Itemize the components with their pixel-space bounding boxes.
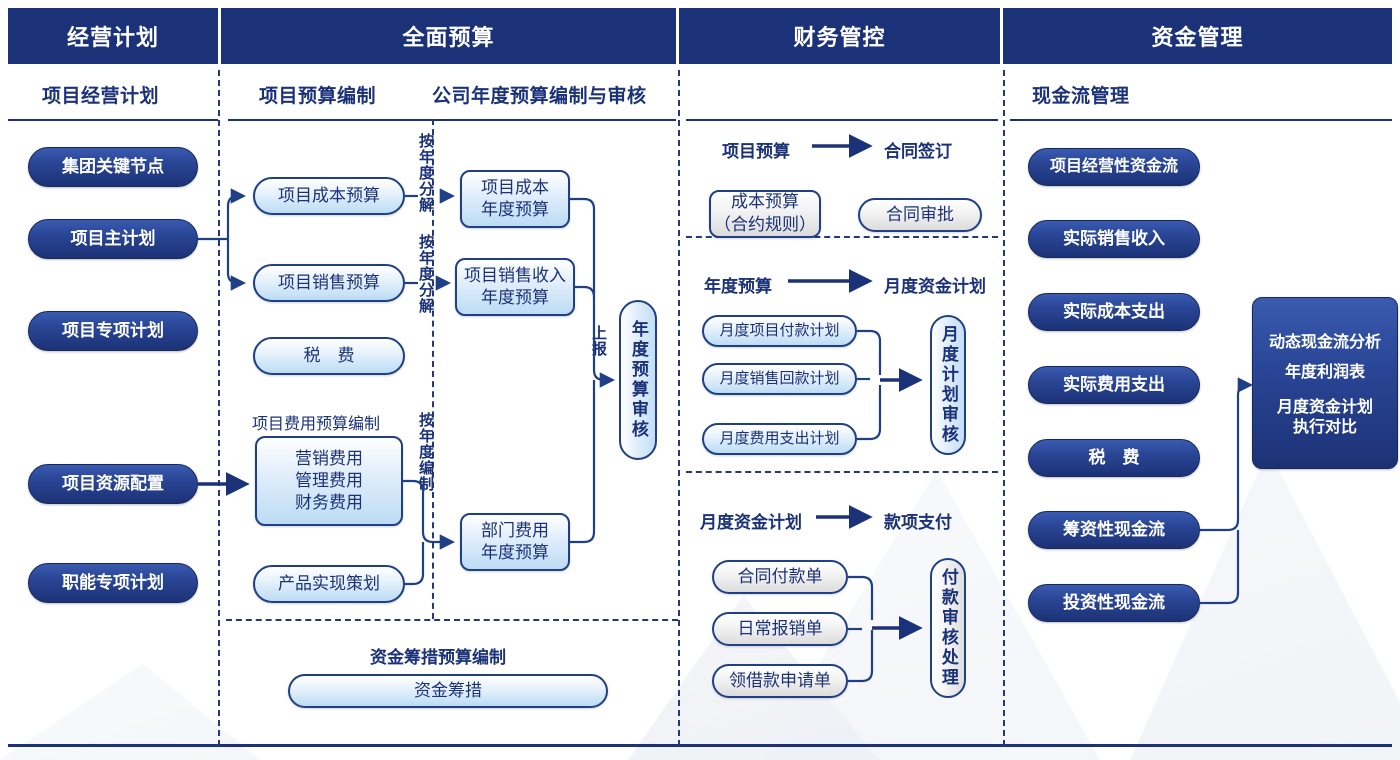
node-loan-application-form[interactable]: 领借款申请单 [712,664,848,698]
node-project-operating-cashflow[interactable]: 项目经营性资金流 [1028,148,1200,186]
rule-col4 [1010,119,1392,121]
rule-col2 [228,119,676,121]
node-payment-review-processing[interactable]: 付款审核处理 [930,558,966,698]
node-project-sales-income-annual-budget[interactable]: 项目销售收入 年度预算 [455,258,575,316]
node-tax-fee-cashflow[interactable]: 税 费 [1028,439,1200,477]
label-fin-s2-from: 年度预算 [704,277,772,296]
expense-line-1: 营销费用 [295,449,363,469]
expense-line-2: 管理费用 [295,471,363,491]
node-line-2: 年度预算 [481,543,549,562]
node-project-special-plan[interactable]: 项目专项计划 [28,311,198,351]
node-expense-budget-box[interactable]: 营销费用 管理费用 财务费用 [255,436,403,526]
rule-col3 [686,119,998,121]
node-monthly-sales-collection-plan[interactable]: 月度销售回款计划 [702,363,857,395]
analysis-line-2: 年度利润表 [1284,364,1365,381]
node-contract-payment-form[interactable]: 合同付款单 [712,560,848,594]
node-actual-expense-payout[interactable]: 实际费用支出 [1028,366,1200,404]
node-dynamic-cashflow-analysis[interactable]: 动态现金流分析 年度利润表 月度资金计划 执行对比 [1252,297,1398,469]
header-col-4[interactable]: 资金管理 [1003,8,1392,64]
node-project-master-plan[interactable]: 项目主计划 [28,219,198,259]
divider-col1-col2 [218,70,220,746]
node-line-2: 年度预算 [481,288,549,307]
label-fin-s2-to: 月度资金计划 [884,277,986,296]
label-fin-s3-from: 月度资金计划 [700,513,802,532]
header-title-3: 财务管控 [793,25,886,50]
edge-label-annual-split-1: 按年度分解 [417,133,434,213]
label-funding-budget-group: 资金筹措预算编制 [370,648,506,667]
label-fin-s3-to: 款项支付 [884,513,952,532]
header-col-3[interactable]: 财务管控 [679,8,1000,64]
header-title-1: 经营计划 [66,25,159,50]
rule-bottom [8,744,1392,747]
header-title-2: 全面预算 [402,25,495,50]
node-project-resource-allocation[interactable]: 项目资源配置 [28,464,198,504]
node-monthly-expense-payout-plan[interactable]: 月度费用支出计划 [702,423,857,455]
node-funding-raising[interactable]: 资金筹措 [288,674,608,708]
analysis-line-1: 动态现金流分析 [1268,333,1381,351]
label-expense-budget-group: 项目费用预算编制 [252,416,381,433]
divider-col4-col5 [1003,70,1005,746]
node-cost-budget-contract-rule[interactable]: 成本预算 （合约规则） [709,190,821,238]
node-actual-sales-income[interactable]: 实际销售收入 [1028,220,1200,258]
node-group-key-milestone[interactable]: 集团关键节点 [28,147,198,187]
node-dept-expense-annual-budget[interactable]: 部门费用 年度预算 [460,513,570,571]
header-col-2[interactable]: 全面预算 [221,8,676,64]
node-annual-budget-review[interactable]: 年度预算审核 [619,300,657,460]
header-title-4: 资金管理 [1151,25,1244,50]
edge-label-submit: 上报 [590,325,607,357]
node-contract-approval[interactable]: 合同审批 [858,198,982,232]
node-financing-cashflow[interactable]: 筹资性现金流 [1028,511,1200,549]
label-fin-s1-to: 合同签订 [884,142,952,161]
subheader-annual-budget: 公司年度预算编制与审核 [432,85,647,107]
node-project-sales-budget[interactable]: 项目销售预算 [253,264,405,302]
edge-label-annual-split-2: 按年度分解 [417,234,434,314]
node-daily-reimbursement-form[interactable]: 日常报销单 [712,612,848,646]
node-line-1: 项目销售收入 [464,266,566,286]
node-investing-cashflow[interactable]: 投资性现金流 [1028,584,1200,622]
node-line-2: （合约规则） [714,215,816,234]
expense-line-3: 财务费用 [295,492,363,512]
node-line-1: 成本预算 [731,192,799,212]
node-monthly-plan-review[interactable]: 月度计划审核 [930,315,966,455]
divider-finance-sec2 [686,471,998,473]
node-actual-cost-payout[interactable]: 实际成本支出 [1028,293,1200,331]
node-project-cost-annual-budget[interactable]: 项目成本 年度预算 [460,170,570,228]
rule-col1 [8,119,218,121]
subheader-project-budget: 项目预算编制 [259,85,377,107]
divider-funding-section [226,619,678,621]
node-line-2: 年度预算 [481,200,549,219]
node-line-1: 项目成本 [481,178,549,198]
node-project-cost-budget[interactable]: 项目成本预算 [253,177,405,215]
divider-col2-col4 [678,70,680,746]
analysis-line-4: 执行对比 [1292,419,1357,437]
subheader-project-plan: 项目经营计划 [42,85,160,107]
header-col-1[interactable]: 经营计划 [8,8,218,64]
analysis-line-3: 月度资金计划 [1276,399,1373,417]
subheader-cashflow: 现金流管理 [1032,85,1130,107]
divider-col2-col3 [432,119,434,619]
node-product-realization-planning[interactable]: 产品实现策划 [253,565,405,603]
divider-finance-sec1 [686,236,998,238]
edge-label-annual-compile: 按年度编制 [417,412,434,492]
node-function-special-plan[interactable]: 职能专项计划 [28,563,198,603]
node-tax-fee-budget[interactable]: 税 费 [253,337,405,375]
label-fin-s1-from: 项目预算 [722,142,790,161]
node-line-1: 部门费用 [481,521,549,541]
node-monthly-project-payment-plan[interactable]: 月度项目付款计划 [702,315,857,347]
mountain-watermark [0,664,260,760]
